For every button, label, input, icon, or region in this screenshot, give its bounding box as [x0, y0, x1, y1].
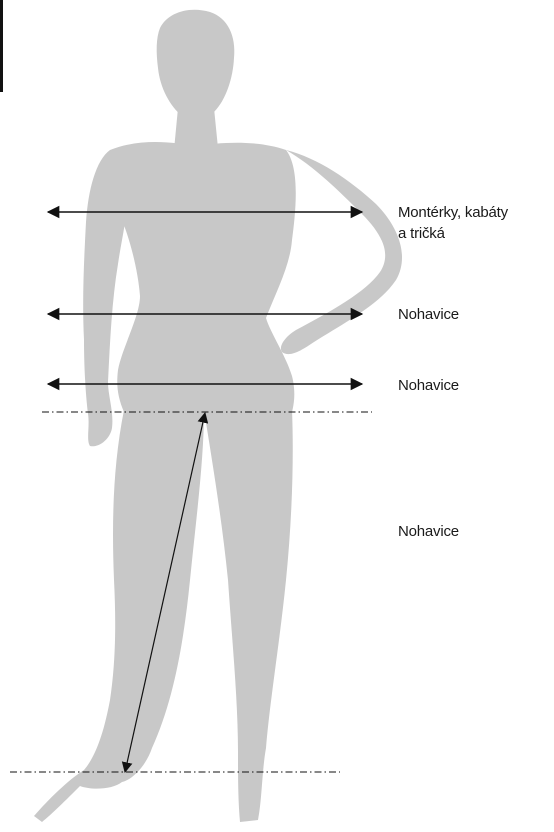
chest-label-line1: Montérky, kabáty	[398, 203, 508, 222]
silhouette-head	[157, 10, 235, 118]
silhouette-right-leg	[34, 410, 204, 822]
inseam-label: Nohavice	[398, 522, 459, 541]
silhouette-left-arm	[281, 150, 402, 354]
hip-label: Nohavice	[398, 376, 459, 395]
silhouette-left-leg	[204, 410, 293, 822]
waist-label: Nohavice	[398, 305, 459, 324]
mannequin-silhouette	[34, 10, 402, 822]
chest-label-line2: a tričká	[398, 224, 445, 243]
silhouette-neck	[174, 108, 218, 150]
silhouette-torso	[108, 142, 296, 412]
